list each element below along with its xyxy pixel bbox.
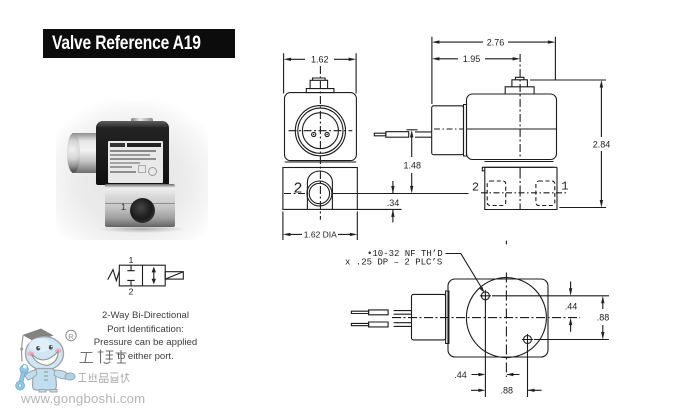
svg-text:2: 2	[472, 181, 479, 195]
svg-text:.44: .44	[454, 370, 467, 380]
svg-text:.44: .44	[565, 302, 578, 312]
svg-text:1.62: 1.62	[311, 55, 329, 65]
svg-text:1.62 DIA: 1.62 DIA	[304, 230, 337, 240]
svg-text:1: 1	[129, 255, 134, 265]
svg-text:1: 1	[561, 180, 568, 194]
svg-text:x .25 DP – 2 PLC’S: x .25 DP – 2 PLC’S	[345, 258, 442, 268]
svg-text:2: 2	[129, 287, 134, 297]
svg-text:.88: .88	[501, 386, 514, 396]
svg-text:.88: .88	[597, 313, 610, 323]
svg-text:2: 2	[293, 181, 302, 198]
svg-text:.34: .34	[387, 198, 400, 208]
svg-text:1.95: 1.95	[463, 54, 481, 64]
svg-text:R: R	[68, 332, 74, 341]
svg-text:2.84: 2.84	[593, 139, 611, 149]
svg-text:1.48: 1.48	[404, 160, 422, 170]
svg-text:2.76: 2.76	[487, 37, 505, 47]
svg-text:•10-32 NF TH’D: •10-32 NF TH’D	[367, 249, 443, 259]
